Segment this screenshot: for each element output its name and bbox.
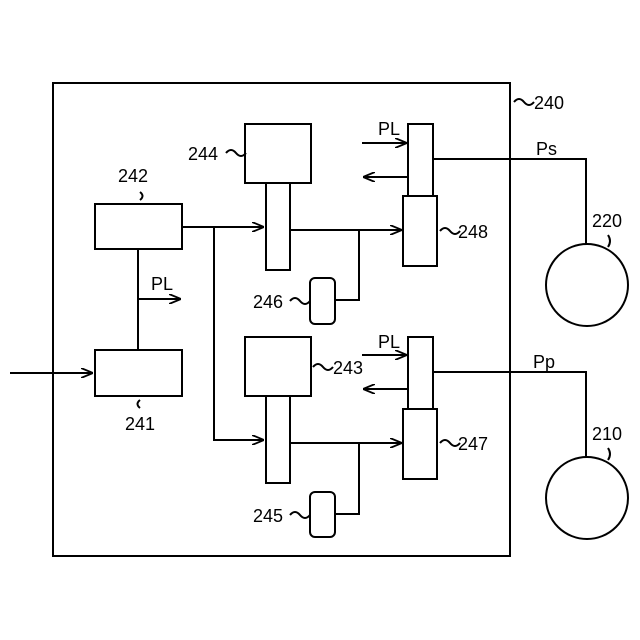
label-241: 241 <box>125 414 155 434</box>
label-243: 243 <box>333 358 363 378</box>
circle-210 <box>546 457 628 539</box>
squiggle-leader-icon <box>608 235 610 247</box>
block-244 <box>245 124 311 183</box>
label-247: 247 <box>458 434 488 454</box>
block-243 <box>245 337 311 396</box>
pl-label-top: PL <box>378 119 400 139</box>
label-210: 210 <box>592 424 622 444</box>
label-244: 244 <box>188 144 218 164</box>
label-240: 240 <box>534 93 564 113</box>
block-245 <box>310 492 335 537</box>
block-241 <box>95 350 182 396</box>
valve-stem-248 <box>408 124 433 196</box>
label-245: 245 <box>253 506 283 526</box>
shaft-244 <box>266 183 290 270</box>
label-220: 220 <box>592 211 622 231</box>
block-242 <box>95 204 182 249</box>
block-248 <box>403 196 437 266</box>
block-246 <box>310 278 335 324</box>
label-ps: Ps <box>536 139 557 159</box>
label-246: 246 <box>253 292 283 312</box>
shaft-243 <box>266 396 290 483</box>
label-pp: Pp <box>533 352 555 372</box>
valve-stem-247 <box>408 337 433 409</box>
block-247 <box>403 409 437 479</box>
squiggle-leader-icon <box>514 99 534 105</box>
pl-label-mid: PL <box>151 274 173 294</box>
label-242: 242 <box>118 166 148 186</box>
pl-label-bottom: PL <box>378 332 400 352</box>
label-248: 248 <box>458 222 488 242</box>
squiggle-leader-icon <box>608 448 610 460</box>
circle-220 <box>546 244 628 326</box>
